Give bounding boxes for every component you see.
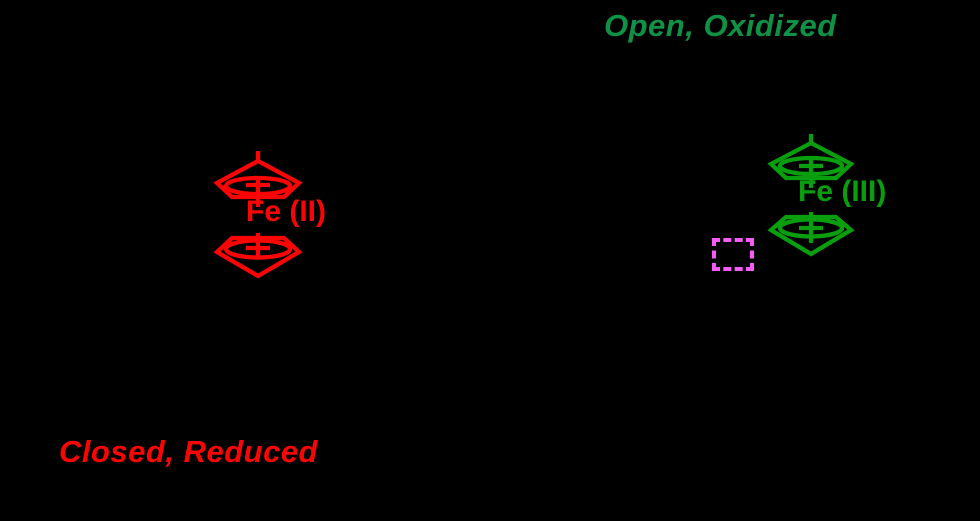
ferrocene-fe3-structure (767, 134, 855, 257)
fe3-oxidation-state-label: Fe (III) (798, 175, 887, 208)
vacant-site-marker (712, 238, 754, 271)
open-oxidized-label: Open, Oxidized (604, 8, 837, 43)
ferrocene-fe2-structure (213, 151, 303, 279)
closed-reduced-label: Closed, Reduced (59, 434, 318, 469)
fe2-bottom-cp-ring-ellipse (223, 238, 293, 260)
fe3-bottom-cp-ring-ellipse (777, 217, 845, 239)
fe2-oxidation-state-label: Fe (II) (246, 195, 326, 228)
fe2-bottom-cp-ring-pentagon (213, 235, 303, 279)
fe3-bottom-cp-ring-pentagon (767, 214, 855, 257)
